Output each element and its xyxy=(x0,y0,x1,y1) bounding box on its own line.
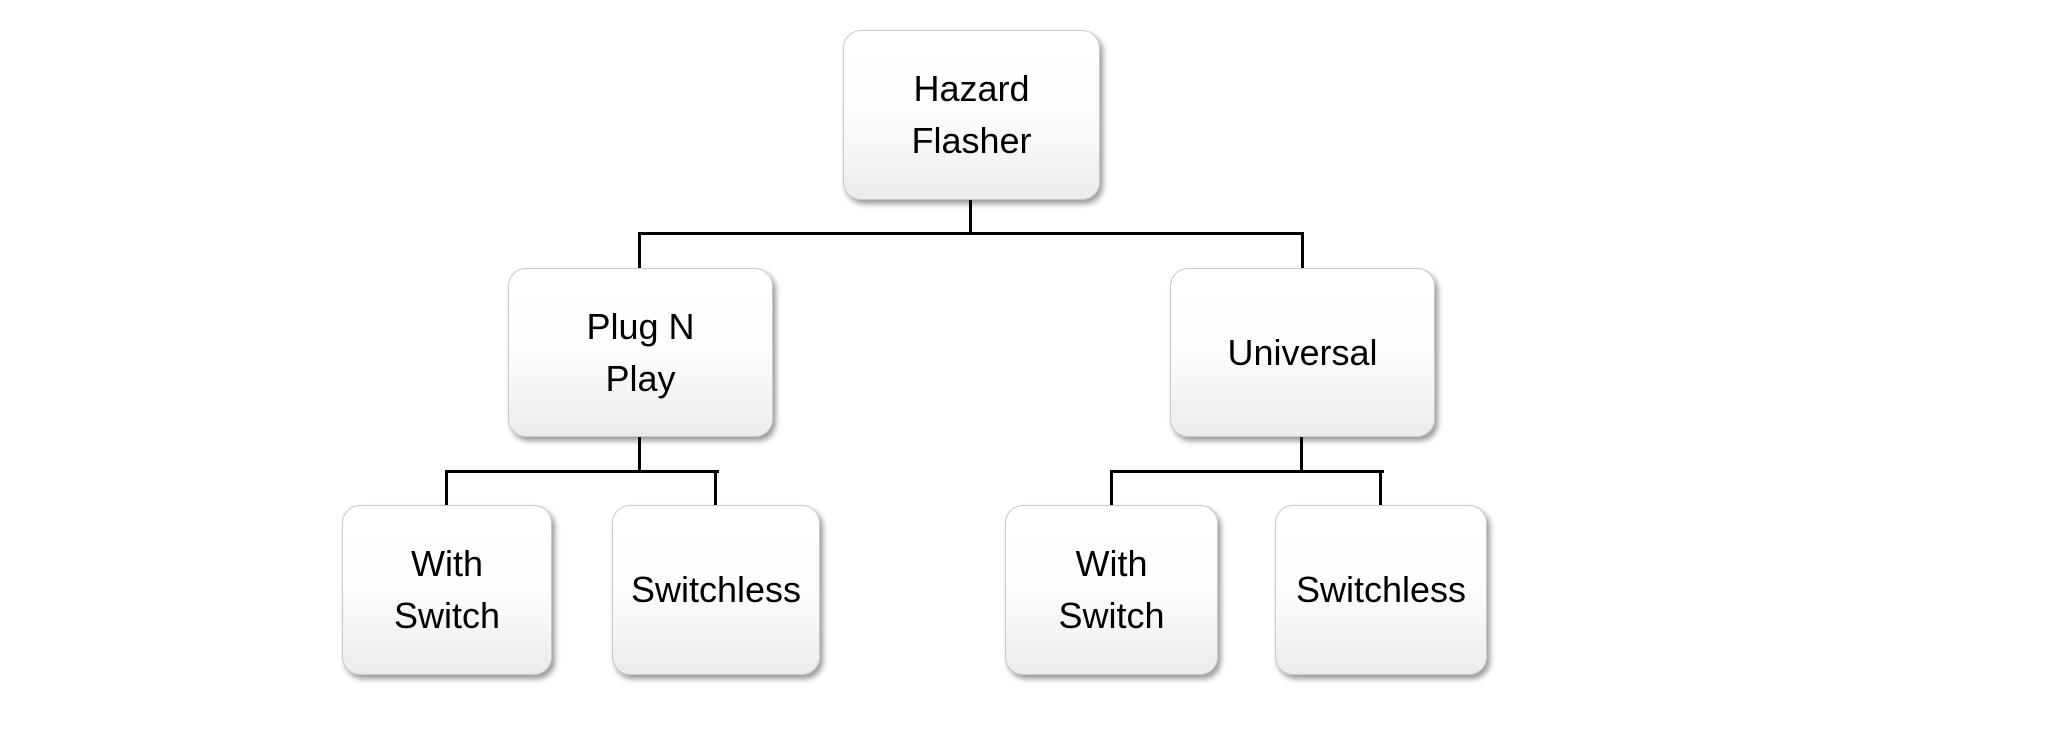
connector-plug-n-play-stub xyxy=(638,437,641,473)
node-plug-with-switch-label: With Switch xyxy=(393,543,501,636)
connector-drop-plug-switchless xyxy=(714,470,717,506)
connector-universal-children-bus xyxy=(1110,470,1384,473)
connector-drop-plug-n-play xyxy=(638,232,641,269)
node-universal-with-switch-label: With Switch xyxy=(1058,543,1165,636)
node-universal-switchless-label: Switchless xyxy=(1295,569,1467,610)
node-hazard-flasher-label: Hazard Flasher xyxy=(911,68,1032,161)
connector-drop-plug-with-switch xyxy=(445,470,448,506)
node-plug-n-play-label: Plug N Play xyxy=(586,305,695,399)
node-plug-with-switch: With Switch xyxy=(342,505,552,675)
node-universal-switchless: Switchless xyxy=(1275,505,1487,675)
node-universal: Universal xyxy=(1170,268,1435,437)
node-universal-label: Universal xyxy=(1227,331,1378,373)
node-plug-switchless: Switchless xyxy=(612,505,820,675)
connector-root-stub xyxy=(969,200,972,234)
connector-drop-universal xyxy=(1301,232,1304,269)
connector-plug-children-bus xyxy=(445,470,719,473)
connector-universal-stub xyxy=(1300,437,1303,473)
connector-drop-universal-switchless xyxy=(1379,470,1382,506)
node-plug-switchless-label: Switchless xyxy=(630,569,802,610)
connector-level1-bus xyxy=(638,232,1304,235)
connector-drop-universal-with-switch xyxy=(1110,470,1113,506)
node-universal-with-switch: With Switch xyxy=(1005,505,1218,675)
node-hazard-flasher: Hazard Flasher xyxy=(843,30,1100,200)
node-plug-n-play: Plug N Play xyxy=(508,268,773,437)
